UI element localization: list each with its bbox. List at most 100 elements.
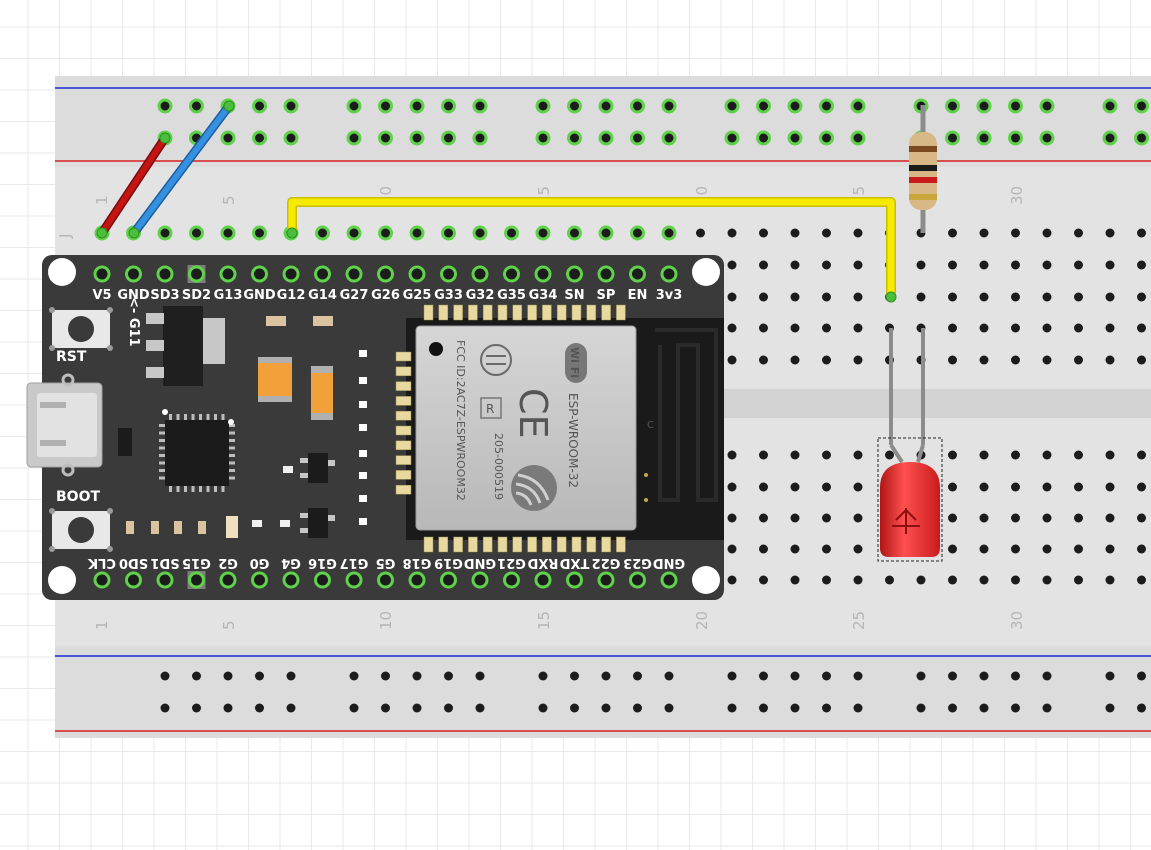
- breadboard-hole[interactable]: [979, 575, 989, 585]
- rail-hole[interactable]: [979, 703, 989, 713]
- rail-hole[interactable]: [976, 98, 992, 114]
- breadboard-hole[interactable]: [1042, 513, 1052, 523]
- breadboard-hole[interactable]: [979, 323, 989, 333]
- breadboard-hole[interactable]: [727, 544, 737, 554]
- rail-hole[interactable]: [1137, 703, 1146, 713]
- rail-hole[interactable]: [475, 671, 485, 681]
- rail-hole[interactable]: [1134, 130, 1149, 146]
- breadboard-hole[interactable]: [759, 292, 768, 302]
- rail-hole[interactable]: [349, 671, 359, 681]
- rail-hole[interactable]: [1042, 671, 1052, 681]
- breadboard-hole[interactable]: [727, 260, 737, 270]
- breadboard-hole[interactable]: [315, 225, 330, 241]
- breadboard-hole[interactable]: [948, 575, 957, 585]
- rail-hole[interactable]: [976, 130, 992, 146]
- breadboard-hole[interactable]: [727, 292, 737, 302]
- breadboard-hole[interactable]: [759, 323, 768, 333]
- breadboard-hole[interactable]: [1105, 544, 1115, 554]
- breadboard-hole[interactable]: [727, 450, 737, 460]
- rail-hole[interactable]: [664, 671, 674, 681]
- breadboard-hole[interactable]: [535, 225, 551, 241]
- rail-hole[interactable]: [819, 98, 834, 114]
- breadboard-hole[interactable]: [948, 513, 957, 523]
- header-pin[interactable]: [597, 265, 615, 283]
- rail-hole[interactable]: [444, 671, 453, 681]
- breadboard-hole[interactable]: [157, 225, 173, 241]
- breadboard-hole[interactable]: [1011, 513, 1020, 523]
- rail-hole[interactable]: [787, 98, 803, 114]
- breadboard-hole[interactable]: [1042, 292, 1052, 302]
- breadboard-hole[interactable]: [979, 544, 989, 554]
- breadboard-hole[interactable]: [759, 450, 768, 460]
- breadboard-hole[interactable]: [759, 482, 768, 492]
- rail-hole[interactable]: [472, 98, 488, 114]
- breadboard-hole[interactable]: [853, 575, 863, 585]
- breadboard-hole[interactable]: [1011, 260, 1020, 270]
- rail-hole[interactable]: [759, 703, 768, 713]
- rail-hole[interactable]: [252, 130, 267, 146]
- rail-hole[interactable]: [1105, 671, 1115, 681]
- breadboard-hole[interactable]: [853, 228, 863, 238]
- breadboard-hole[interactable]: [790, 575, 800, 585]
- header-pin[interactable]: [188, 265, 205, 283]
- rail-hole[interactable]: [346, 98, 362, 114]
- breadboard-hole[interactable]: [1137, 323, 1146, 333]
- breadboard-hole[interactable]: [790, 260, 800, 270]
- breadboard-hole[interactable]: [1074, 260, 1083, 270]
- header-pin[interactable]: [282, 571, 300, 589]
- header-pin[interactable]: [503, 265, 520, 283]
- rail-hole[interactable]: [538, 703, 548, 713]
- breadboard-hole[interactable]: [853, 513, 863, 523]
- header-pin[interactable]: [251, 571, 268, 589]
- header-pin[interactable]: [377, 265, 394, 283]
- breadboard-hole[interactable]: [790, 513, 800, 523]
- breadboard-hole[interactable]: [822, 323, 831, 333]
- breadboard-hole[interactable]: [189, 225, 204, 241]
- rail-hole[interactable]: [567, 98, 582, 114]
- rail-hole[interactable]: [570, 703, 579, 713]
- rail-hole[interactable]: [1102, 130, 1118, 146]
- breadboard-hole[interactable]: [727, 575, 737, 585]
- header-pin[interactable]: [408, 571, 426, 589]
- header-pin[interactable]: [125, 571, 142, 589]
- rail-hole[interactable]: [724, 130, 740, 146]
- header-pin[interactable]: [314, 571, 331, 589]
- header-pin[interactable]: [566, 571, 583, 589]
- header-pin[interactable]: [440, 265, 457, 283]
- rail-hole[interactable]: [945, 98, 960, 114]
- rail-hole[interactable]: [948, 703, 957, 713]
- breadboard-hole[interactable]: [822, 228, 831, 238]
- rail-hole[interactable]: [192, 671, 201, 681]
- breadboard-hole[interactable]: [853, 544, 863, 554]
- breadboard-hole[interactable]: [1074, 482, 1083, 492]
- breadboard-hole[interactable]: [1137, 260, 1146, 270]
- rail-hole[interactable]: [535, 98, 551, 114]
- rail-hole[interactable]: [255, 703, 264, 713]
- rail-hole[interactable]: [472, 130, 488, 146]
- rail-hole[interactable]: [538, 671, 548, 681]
- rail-hole[interactable]: [850, 98, 866, 114]
- breadboard-hole[interactable]: [696, 228, 705, 238]
- breadboard-hole[interactable]: [1105, 260, 1115, 270]
- rail-hole[interactable]: [381, 703, 390, 713]
- breadboard-hole[interactable]: [885, 575, 894, 585]
- breadboard-hole[interactable]: [759, 228, 768, 238]
- rail-hole[interactable]: [759, 671, 768, 681]
- breadboard-hole[interactable]: [1137, 228, 1146, 238]
- breadboard-hole[interactable]: [1011, 323, 1020, 333]
- rail-hole[interactable]: [220, 130, 236, 146]
- rail-hole[interactable]: [1042, 703, 1052, 713]
- header-pin[interactable]: [125, 265, 142, 283]
- breadboard-hole[interactable]: [979, 355, 989, 365]
- breadboard-hole[interactable]: [948, 323, 957, 333]
- breadboard-hole[interactable]: [1137, 544, 1146, 554]
- rail-hole[interactable]: [570, 671, 579, 681]
- rail-hole[interactable]: [598, 130, 614, 146]
- rail-hole[interactable]: [1137, 671, 1146, 681]
- rail-hole[interactable]: [346, 130, 362, 146]
- rail-hole[interactable]: [160, 703, 170, 713]
- breadboard-hole[interactable]: [630, 225, 645, 241]
- red-led[interactable]: [877, 328, 943, 562]
- header-pin[interactable]: [251, 265, 268, 283]
